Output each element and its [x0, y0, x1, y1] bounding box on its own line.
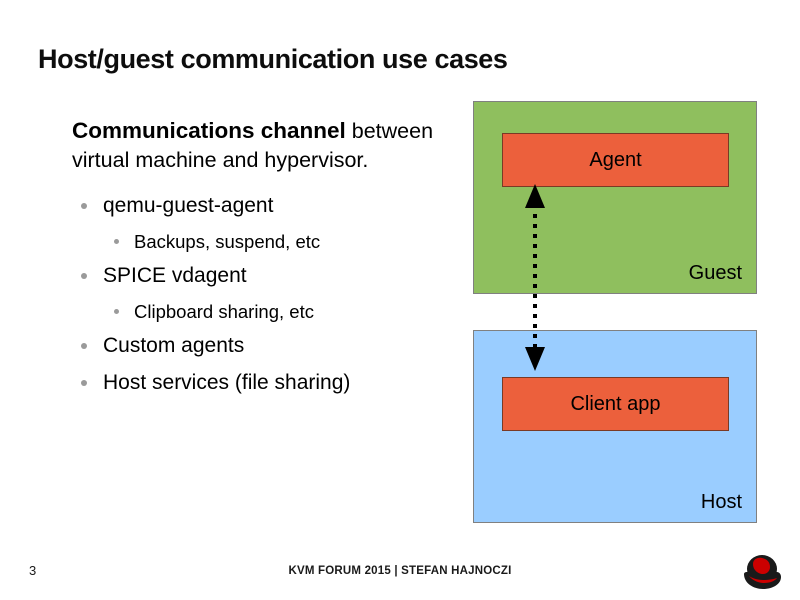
footer-page-number: 3	[29, 563, 37, 578]
lead-paragraph-emphasis: Communications channel	[72, 118, 346, 143]
page-title: Host/guest communication use cases	[38, 44, 508, 74]
list-item-label: Backups, suspend, etc	[134, 231, 321, 252]
content-column: Communications channel between virtual m…	[72, 116, 452, 407]
host-zone-box: Client app Host	[473, 330, 757, 523]
footer-credit: KVM FORUM 2015 | STEFAN HAJNOCZI	[288, 565, 512, 577]
list-item-label: Host services (file sharing)	[103, 371, 351, 394]
bullet-dot-icon	[81, 203, 87, 209]
bidirectional-dotted-arrow-icon	[525, 184, 545, 371]
lead-paragraph-rest: between virtual machine and hypervisor.	[72, 119, 434, 172]
list-item: SPICE vdagent	[72, 263, 452, 289]
bullet-dot-icon	[81, 380, 87, 386]
list-item-label: Custom agents	[103, 334, 245, 357]
list-item-label: qemu-guest-agent	[103, 194, 274, 217]
red-hat-shadowman-logo-icon	[744, 555, 781, 589]
bullet-dot-icon	[81, 343, 87, 349]
list-item: Host services (file sharing)	[72, 370, 452, 396]
host-zone-label: Host	[700, 491, 742, 513]
bullet-dot-icon	[81, 273, 87, 279]
agent-box: Agent	[502, 133, 729, 187]
bullet-list: qemu-guest-agent Backups, suspend, etc S…	[72, 193, 452, 396]
list-item: qemu-guest-agent	[72, 193, 452, 219]
agent-box-label: Agent	[589, 148, 642, 171]
list-item: Backups, suspend, etc	[72, 230, 452, 253]
client-app-box-label: Client app	[570, 392, 661, 415]
client-app-box: Client app	[502, 377, 729, 431]
list-item-label: Clipboard sharing, etc	[134, 301, 314, 322]
list-item: Clipboard sharing, etc	[72, 300, 452, 323]
list-item: Custom agents	[72, 333, 452, 359]
architecture-diagram: Agent Guest Client app Host	[473, 101, 758, 523]
lead-paragraph: Communications channel between virtual m…	[72, 116, 452, 175]
bullet-dot-icon	[114, 239, 119, 244]
guest-zone-label: Guest	[688, 262, 742, 284]
list-item-label: SPICE vdagent	[103, 264, 247, 287]
bullet-dot-icon	[114, 309, 119, 314]
guest-zone-box: Agent Guest	[473, 101, 757, 294]
